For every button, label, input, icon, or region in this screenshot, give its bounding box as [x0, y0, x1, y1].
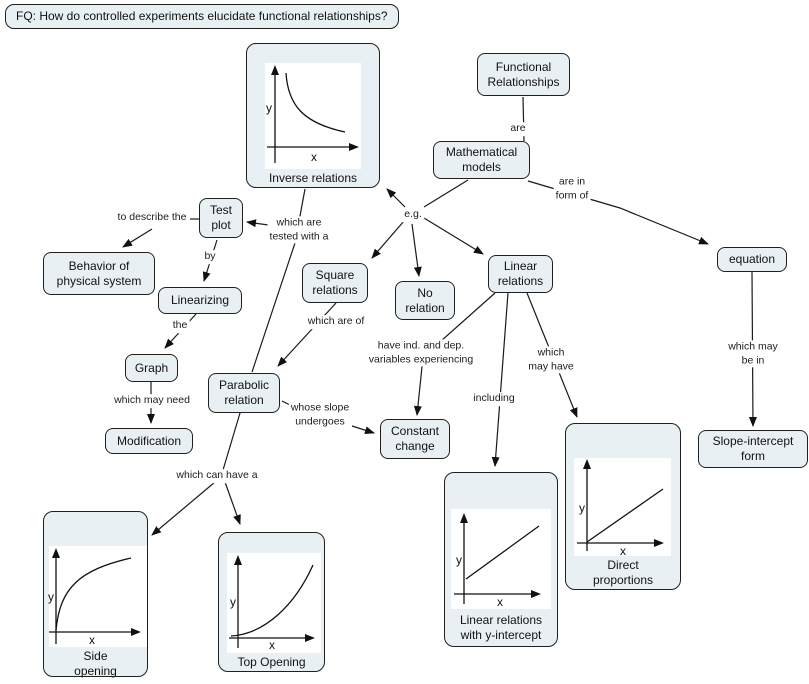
- edge-parabolic-to-label: [222, 412, 241, 471]
- link-which-may-need: which may need: [112, 394, 192, 408]
- inverse-relations-graph: y x: [265, 63, 361, 169]
- x-axis-label: x: [89, 633, 95, 647]
- link-which-are-tested-with-a: which are tested with a: [267, 216, 331, 244]
- link-are-in-form-of: are in form of: [553, 175, 591, 203]
- link-have-ind-dep: have ind. and dep. variables experiencin…: [366, 339, 476, 367]
- link-by: by: [202, 250, 218, 264]
- link-which-are-of: which are of: [305, 315, 367, 329]
- edge-label-to-topopening: [224, 481, 241, 525]
- node-functional-relationships[interactable]: Functional Relationships: [477, 53, 570, 96]
- top-opening-caption: Top Opening: [237, 655, 306, 669]
- edge-mathmodels-to-eg: [423, 179, 469, 208]
- node-linear-relations-with-y-intercept[interactable]: y x Linear relations with y-intercept: [444, 472, 558, 647]
- node-mathematical-models[interactable]: Mathematical models: [433, 141, 530, 179]
- node-linear-relations[interactable]: Linear relations: [488, 255, 553, 293]
- node-constant-change[interactable]: Constant change: [380, 419, 450, 459]
- edge-eg-to-linear: [423, 217, 484, 255]
- node-test-plot[interactable]: Test plot: [199, 198, 243, 238]
- x-axis-label: x: [269, 638, 275, 652]
- y-axis-label: y: [48, 590, 54, 604]
- node-linearizing[interactable]: Linearizing: [158, 287, 242, 314]
- link-which-can-have-a: which can have a: [174, 469, 260, 483]
- x-axis-label: x: [311, 150, 317, 164]
- node-inverse-relations[interactable]: y x Inverse relations: [246, 43, 380, 188]
- y-axis-label: y: [230, 595, 236, 609]
- edge-eg-to-inverse: [386, 188, 406, 208]
- y-axis-label: y: [266, 101, 272, 115]
- focus-question: FQ: How do controlled experiments elucid…: [5, 4, 399, 29]
- edge-todescribe-to-behavior: [122, 228, 153, 248]
- edge-whoseslope-to-constant: [351, 425, 375, 435]
- node-side-opening[interactable]: y x Side opening: [43, 511, 148, 678]
- y-axis-label: y: [456, 553, 462, 567]
- link-which-may-have: which may have: [526, 346, 576, 374]
- node-slope-intercept-form[interactable]: Slope-intercept form: [698, 430, 808, 468]
- x-axis-label: x: [497, 595, 503, 609]
- node-no-relation[interactable]: No relation: [395, 281, 455, 320]
- node-equation[interactable]: equation: [717, 247, 787, 272]
- direct-proportions-graph: y x: [574, 458, 671, 558]
- edge-linear-to-yintercept: [491, 292, 509, 467]
- link-including: including: [471, 392, 517, 406]
- x-axis-label: x: [620, 544, 626, 558]
- y-axis-label: y: [579, 501, 585, 515]
- node-modification[interactable]: Modification: [105, 428, 193, 454]
- link-which-may-be-in: which may be in: [726, 340, 780, 368]
- side-opening-graph: y x: [48, 546, 147, 647]
- edge-eg-to-norelation: [411, 223, 422, 277]
- top-opening-graph: y x: [227, 553, 321, 653]
- node-behavior-of-physical-system[interactable]: Behavior of physical system: [43, 252, 155, 295]
- edge-square-to-parabolic: [277, 302, 337, 367]
- node-parabolic-relation[interactable]: Parabolic relation: [208, 373, 280, 413]
- link-whose-slope-undergoes: whose slope undergoes: [288, 401, 352, 429]
- y-intercept-caption: Linear relations with y-intercept: [459, 613, 543, 642]
- edge-label-to-sideopening: [151, 481, 216, 536]
- node-direct-proportions[interactable]: y x Direct proportions: [565, 423, 681, 590]
- link-are: are: [508, 122, 528, 136]
- link-to-describe-the: to describe the: [115, 211, 189, 225]
- side-opening-caption: Side opening: [74, 649, 117, 678]
- node-square-relations[interactable]: Square relations: [302, 263, 368, 303]
- link-eg: e.g.: [402, 208, 424, 222]
- link-the: the: [170, 319, 190, 333]
- direct-proportions-caption: Direct proportions: [592, 558, 654, 587]
- node-graph[interactable]: Graph: [125, 354, 178, 382]
- y-intercept-graph: y x: [451, 509, 551, 609]
- edge-eg-to-square: [371, 220, 405, 259]
- inverse-relations-caption: Inverse relations: [268, 171, 358, 185]
- node-top-opening[interactable]: y x Top Opening: [218, 532, 325, 672]
